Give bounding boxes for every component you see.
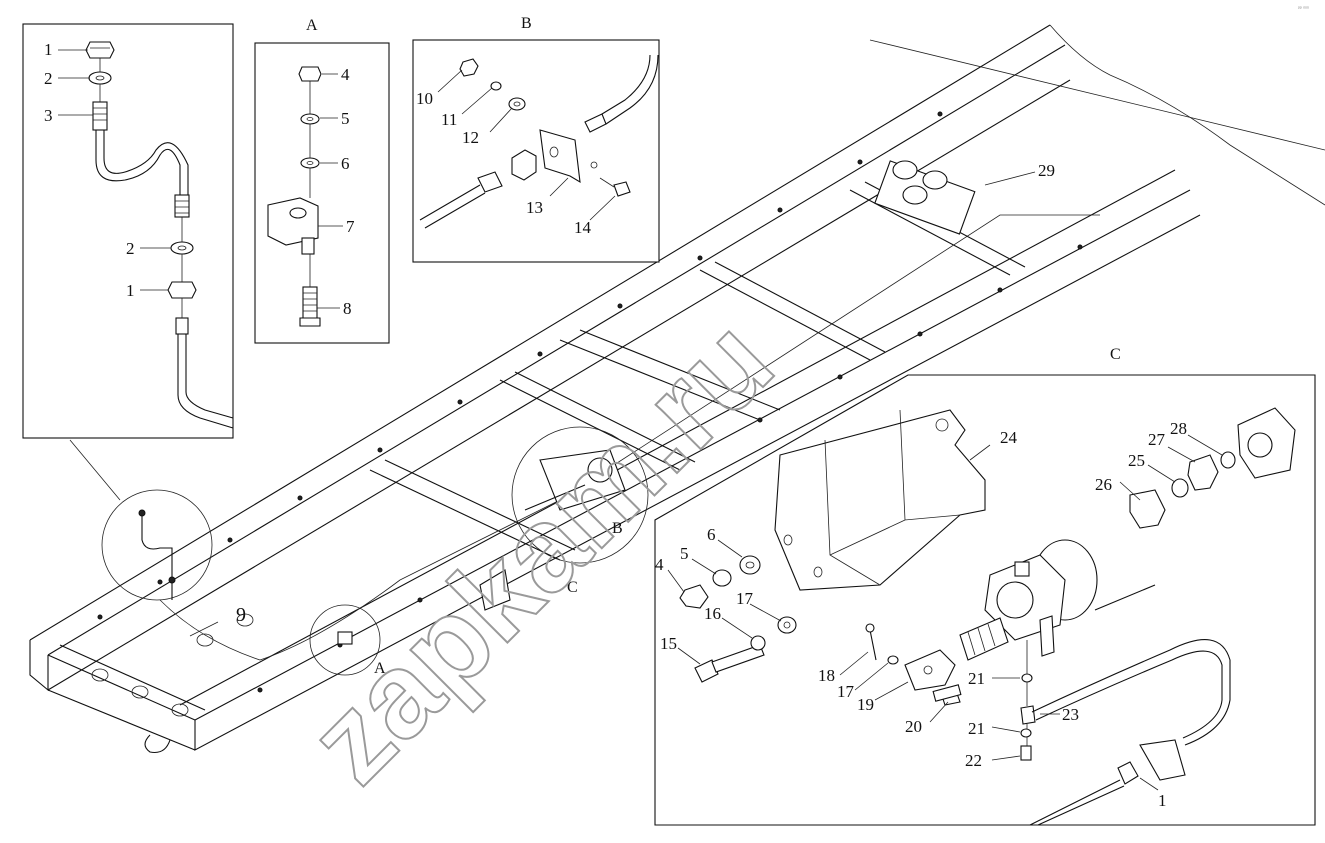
a-callout-6: 6	[341, 154, 350, 173]
hose-callout-3: 3	[44, 106, 53, 125]
c-callout-5: 5	[680, 544, 689, 563]
c-callout-16: 16	[704, 604, 721, 623]
inset-b: B 10 11 12 13 14	[412, 15, 660, 263]
c-callout-22: 22	[965, 751, 982, 770]
c-callout-4: 4	[655, 555, 664, 574]
detail-circle-b: B	[511, 426, 649, 564]
ref-b-label: B	[612, 520, 623, 537]
c-callout-27: 27	[1148, 430, 1166, 449]
corner-mark: ᵖᵖ ᵐᵐ	[1298, 6, 1309, 12]
ref-a-label: A	[374, 660, 386, 677]
b-callout-12: 12	[462, 128, 479, 147]
c-callout-6: 6	[707, 525, 716, 544]
callout-9: 9	[189, 604, 246, 637]
chassis-frame	[29, 24, 1325, 754]
c-callout-15: 15	[660, 634, 677, 653]
callout-9-label: 9	[236, 604, 246, 626]
inset-a: A 4 5 6 7 8	[254, 17, 390, 344]
c-callout-17b: 17	[837, 682, 855, 701]
callout-29-label: 29	[1038, 161, 1055, 180]
c-callout-21: 21	[968, 669, 985, 688]
a-callout-5: 5	[341, 109, 350, 128]
b-callout-13: 13	[526, 198, 543, 217]
inset-hose: 1 2 3 2 1	[22, 23, 234, 439]
callout-29: 29	[984, 161, 1055, 186]
c-callout-18: 18	[818, 666, 835, 685]
c-callout-1: 1	[1158, 791, 1167, 810]
a-callout-8: 8	[343, 299, 352, 318]
ref-c-label: C	[567, 579, 578, 596]
inset-b-title: B	[521, 15, 532, 32]
b-callout-14: 14	[574, 218, 592, 237]
c-callout-26: 26	[1095, 475, 1112, 494]
a-callout-7: 7	[346, 217, 355, 236]
detail-circle-a: A	[309, 604, 386, 677]
hose-callout-2b: 2	[126, 239, 135, 258]
detail-ref-c: C	[479, 569, 578, 611]
c-callout-21b: 21	[968, 719, 985, 738]
c-callout-25: 25	[1128, 451, 1145, 470]
inset-c-title: C	[1110, 346, 1121, 363]
c-callout-28: 28	[1170, 419, 1187, 438]
hose-callout-1: 1	[44, 40, 53, 59]
hose-callout-2: 2	[44, 69, 53, 88]
c-callout-24: 24	[1000, 428, 1018, 447]
inset-a-title: A	[306, 17, 318, 34]
inset-c: C	[654, 346, 1316, 826]
detail-circle-hose	[69, 439, 213, 601]
c-callout-17: 17	[736, 589, 754, 608]
b-callout-10: 10	[416, 89, 433, 108]
c-callout-19: 19	[857, 695, 874, 714]
hose-callout-1b: 1	[126, 281, 135, 300]
a-callout-4: 4	[341, 65, 350, 84]
b-callout-11: 11	[441, 110, 457, 129]
c-callout-20: 20	[905, 717, 922, 736]
c-callout-23: 23	[1062, 705, 1079, 724]
